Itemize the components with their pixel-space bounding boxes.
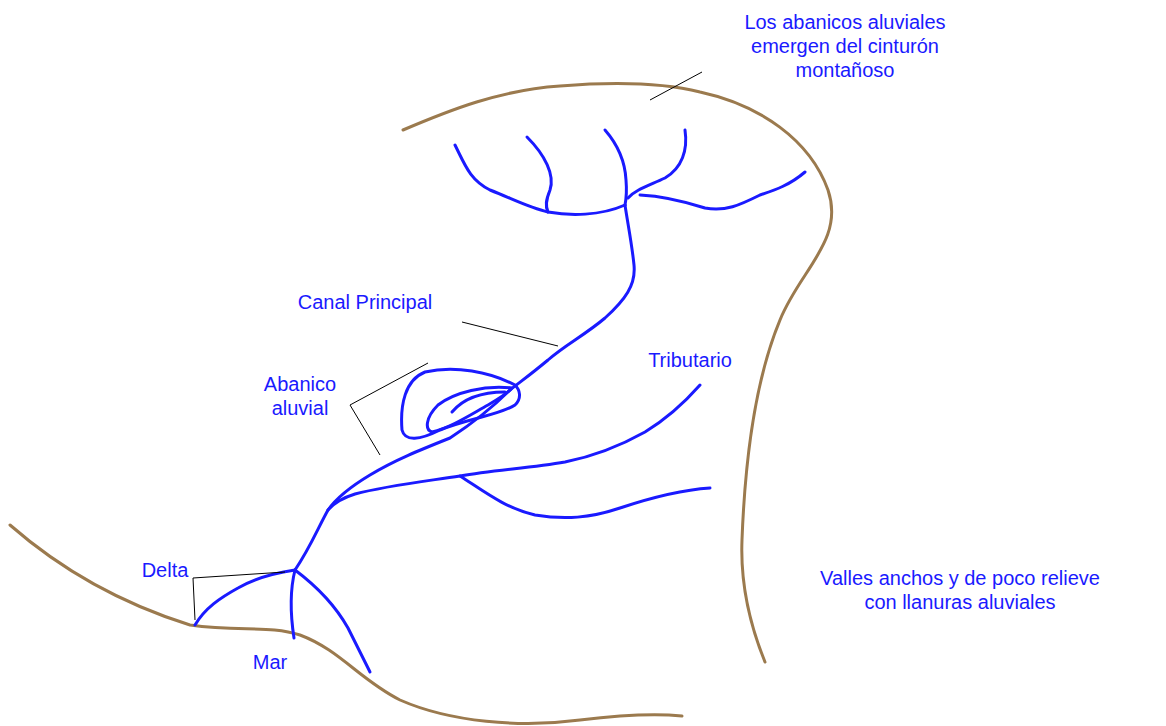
mountain-outline xyxy=(403,84,832,662)
leader-line xyxy=(650,72,702,100)
tributary-branch xyxy=(460,476,710,518)
alluvial-fan xyxy=(402,369,520,438)
bracket xyxy=(350,363,428,455)
delta-channel xyxy=(295,570,370,672)
region-note: Valles anchos y de poco relieve con llan… xyxy=(810,566,1110,614)
headwater-stream xyxy=(640,172,805,209)
channel-label: Tributario xyxy=(610,348,770,372)
channel-label: Canal Principal xyxy=(255,290,475,314)
fan-channel xyxy=(427,387,512,432)
delta-channel xyxy=(195,570,295,625)
headwater-stream xyxy=(628,130,686,198)
leader-line xyxy=(462,322,558,346)
headwater-stream xyxy=(455,145,625,214)
delta-channel xyxy=(291,570,295,638)
coast-outline xyxy=(10,525,682,723)
feature-label: Delta xyxy=(120,558,210,582)
fan-channel xyxy=(452,392,505,412)
tributary xyxy=(328,385,700,510)
feature-label: Abanico aluvial xyxy=(245,372,355,420)
bracket xyxy=(193,572,285,620)
headwater-stream xyxy=(605,130,626,205)
sea-label: Mar xyxy=(230,650,310,674)
region-note: Los abanicos aluviales emergen del cintu… xyxy=(733,10,958,82)
headwater-stream xyxy=(527,137,551,212)
